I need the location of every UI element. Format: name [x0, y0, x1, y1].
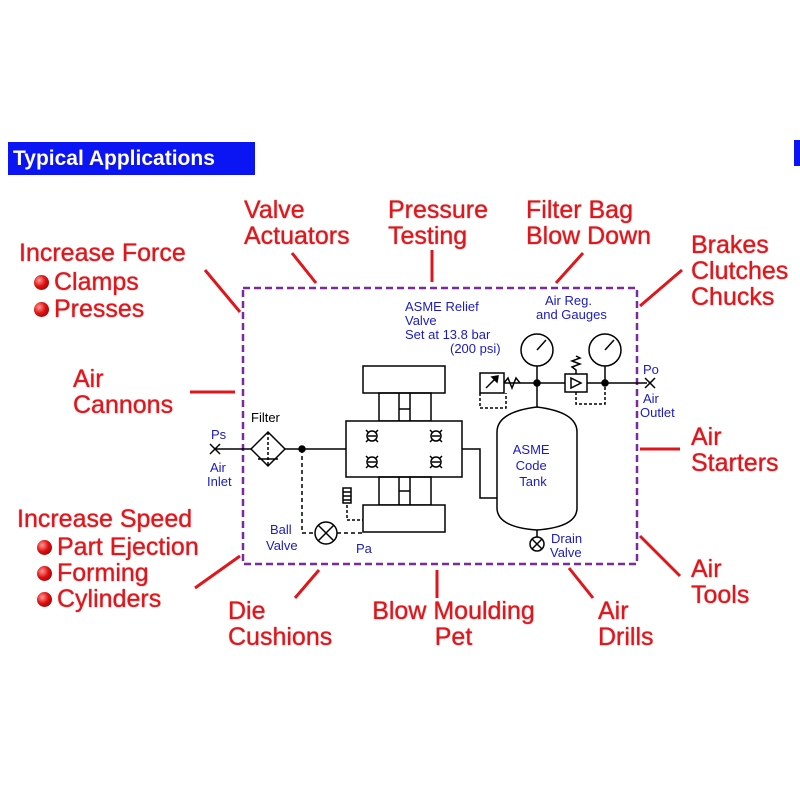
pressure-switch-icon — [342, 487, 352, 504]
outlet-port-icon — [644, 377, 656, 389]
list-item: Clamps — [34, 269, 139, 295]
air-outlet-label: Air Outlet — [640, 391, 675, 420]
relief-valve-icon — [479, 372, 537, 409]
drain-valve-label: Drain Valve — [550, 531, 586, 560]
list-item: Part Ejection — [37, 534, 199, 560]
list-item: Cylinders — [37, 586, 161, 612]
drain-valve-icon — [529, 536, 545, 552]
bullet-icon — [37, 565, 52, 581]
tank-icon — [496, 406, 578, 531]
bullet-icon — [37, 539, 52, 555]
bullet-icon — [37, 591, 52, 607]
tank-gauge-icon — [520, 333, 554, 367]
label-increase-force: Increase Force — [19, 239, 186, 267]
air-inlet-label: Air Inlet — [207, 460, 232, 489]
ps-label: Ps — [211, 427, 227, 442]
outlet-gauge-icon — [588, 333, 622, 367]
booster-cylinder-icon — [345, 365, 463, 533]
air-reg-label: Air Reg. and Gauges — [536, 293, 607, 322]
relief-valve-label: ASME Relief Valve Set at 13.8 bar (200 p… — [405, 299, 501, 356]
filter-icon — [249, 430, 287, 468]
list-item: Presses — [34, 296, 144, 322]
section-header: Typical Applications — [8, 142, 255, 175]
bullet-icon — [34, 274, 49, 290]
filter-label: Filter — [251, 410, 281, 425]
bullet-icon — [34, 301, 49, 317]
system-boundary — [241, 286, 639, 566]
label-increase-speed: Increase Speed — [17, 505, 193, 533]
pointer-lines — [190, 250, 683, 599]
list-item: Forming — [37, 560, 149, 586]
po-label: Po — [643, 362, 659, 377]
regulator-icon — [564, 355, 588, 393]
ball-valve-icon — [314, 521, 338, 545]
header-edge-marker — [794, 140, 800, 166]
tank-label: ASME Code Tank — [513, 442, 553, 489]
booster-outlet-line — [462, 448, 497, 499]
pa-label: Pa — [356, 541, 373, 556]
inlet-port-icon — [209, 443, 221, 455]
ball-valve-label: Ball Valve — [266, 522, 298, 553]
